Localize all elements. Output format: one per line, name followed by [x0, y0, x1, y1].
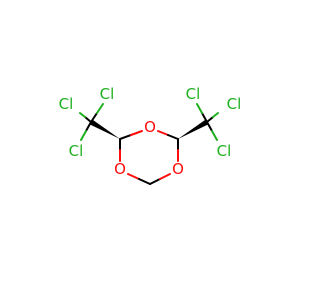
bond-ch2-oright-oxygen — [159, 173, 171, 180]
bond-oleft-ch2-oxygen — [127, 173, 140, 180]
bond-cl-right-side-chlorine — [212, 112, 219, 118]
bond-cl-left-top-chlorine — [96, 103, 104, 114]
ccl3-right-bonds — [196, 103, 219, 141]
chlorine-label-left-bottom: Cl — [69, 142, 84, 160]
bond-cl-right-side-carbon — [206, 116, 214, 123]
bond-cl-right-top-carbon — [201, 112, 208, 123]
oxygen-label-left: O — [114, 160, 126, 178]
bond-cl-right-top-chlorine — [196, 103, 203, 114]
oxygen-label-right: O — [172, 160, 184, 178]
bond-cl-left-side-carbon — [84, 116, 92, 123]
bond-cl-right-bottom-carbon — [206, 121, 213, 132]
chlorine-label-left-side: Cl — [59, 95, 74, 113]
bond-cl-left-bottom-carbon — [85, 121, 92, 132]
bond-otop-c2-oxygen — [157, 130, 169, 136]
bond-c1-otop-oxygen — [130, 130, 143, 136]
ccl3-left-bonds — [79, 103, 104, 141]
wedge-bond-right — [178, 120, 209, 139]
chlorine-label-left-top: Cl — [100, 85, 115, 103]
ring-bonds — [119, 130, 179, 185]
bond-c1-otop-carbon — [119, 134, 132, 140]
molecule-structure: O O O Cl Cl Cl Cl Cl Cl — [59, 85, 242, 185]
bond-cl-left-bottom-chlorine — [80, 130, 87, 141]
bond-ch2-oright-carbon — [149, 178, 161, 185]
bond-cl-left-top-carbon — [90, 112, 98, 123]
bond-oleft-ch2-carbon — [138, 178, 151, 185]
wedge-bond-left — [89, 120, 120, 139]
bond-otop-c2-carbon — [167, 134, 179, 140]
chlorine-label-right-top: Cl — [186, 85, 201, 103]
chlorine-label-right-bottom: Cl — [217, 142, 232, 160]
oxygen-label-top: O — [144, 118, 156, 136]
chlorine-label-right-side: Cl — [227, 95, 242, 113]
bond-cl-right-bottom-chlorine — [211, 130, 218, 141]
bond-cl-left-side-chlorine — [79, 112, 86, 118]
